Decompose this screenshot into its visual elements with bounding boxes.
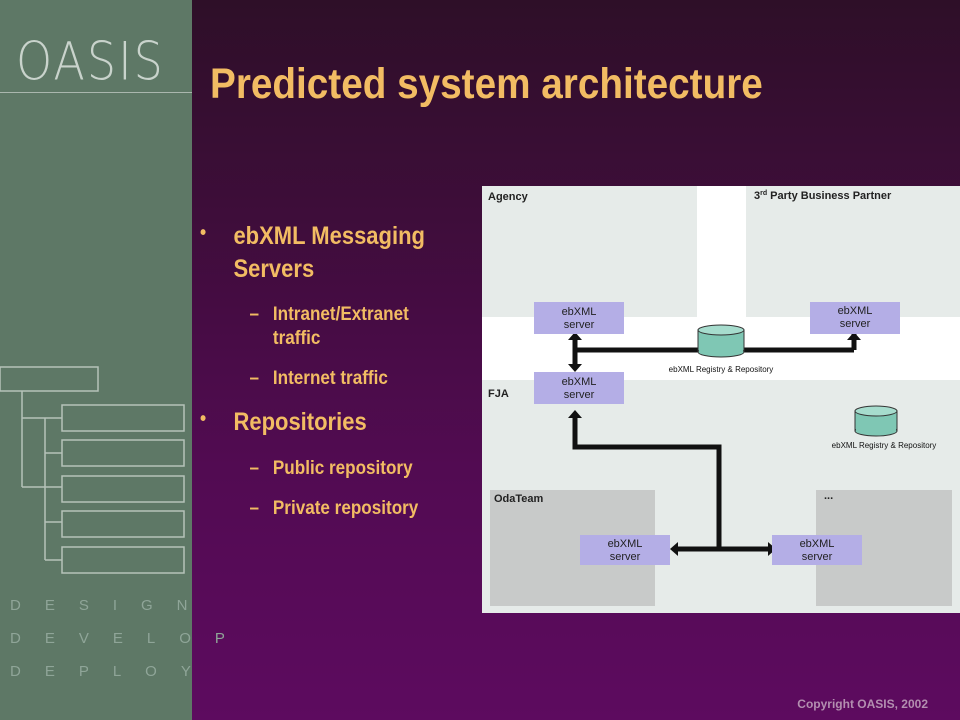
agency-server: ebXML server: [534, 302, 624, 334]
develop-word: DEVELOP: [10, 630, 249, 647]
arrowhead: [568, 364, 582, 372]
other-server: ebXML server: [772, 535, 862, 565]
partner-label: 3rd Party Business Partner: [754, 190, 892, 202]
slide-title: Predicted system architecture: [210, 60, 763, 108]
server-label: server: [840, 318, 871, 330]
server-label: ebXML: [562, 376, 597, 388]
private-registry-label: ebXML Registry & Repository: [832, 441, 937, 450]
logo-underline: [0, 92, 192, 93]
partner-region: [746, 186, 960, 317]
public-registry-icon: [697, 324, 745, 358]
copyright-text: Copyright OASIS, 2002: [797, 697, 928, 711]
server-label: ebXML: [838, 305, 873, 317]
server-label: server: [564, 389, 595, 401]
arrowhead: [847, 332, 861, 340]
partner-server: ebXML server: [810, 302, 900, 334]
sidebar: OASIS DESIGN DEVELOP DEPLOY: [0, 0, 225, 720]
bullet-public-repository: Public repository: [200, 457, 457, 481]
odateam-server: ebXML server: [580, 535, 670, 565]
server-label: ebXML: [608, 538, 643, 550]
bullet-messaging-servers: ebXML Messaging Servers: [200, 220, 451, 285]
fja-down-link: [572, 416, 722, 549]
other-label: ...: [824, 490, 833, 502]
server-label: server: [610, 551, 641, 563]
sidebar-tree-graphic: [0, 366, 185, 574]
server-label: ebXML: [562, 306, 597, 318]
bullet-private-repository: Private repository: [200, 497, 457, 521]
server-label: ebXML: [800, 538, 835, 550]
bullet-list: ebXML Messaging Servers Intranet/Extrane…: [200, 220, 485, 536]
deploy-word: DEPLOY: [10, 663, 215, 680]
server-label: server: [802, 551, 833, 563]
server-label: server: [564, 319, 595, 331]
arrowhead: [568, 410, 582, 418]
design-word: DESIGN: [10, 597, 212, 614]
odateam-label: OdaTeam: [494, 493, 544, 505]
agency-label: Agency: [488, 191, 529, 203]
oasis-logo: OASIS: [16, 30, 165, 93]
bullet-internet-traffic: Internet traffic: [200, 367, 457, 391]
fja-label: FJA: [488, 388, 509, 400]
private-registry-icon: [854, 405, 898, 437]
arrowhead: [568, 332, 582, 340]
agency-region: [482, 186, 697, 317]
public-registry-label: ebXML Registry & Repository: [669, 365, 774, 374]
architecture-diagram: Agency 3rd Party Business Partner FJA Od…: [482, 186, 960, 613]
bullet-intranet-traffic: Intranet/Extranet traffic: [200, 303, 457, 351]
bullet-repositories: Repositories: [200, 406, 451, 439]
arrowhead: [670, 542, 678, 556]
fja-server: ebXML server: [534, 372, 624, 404]
